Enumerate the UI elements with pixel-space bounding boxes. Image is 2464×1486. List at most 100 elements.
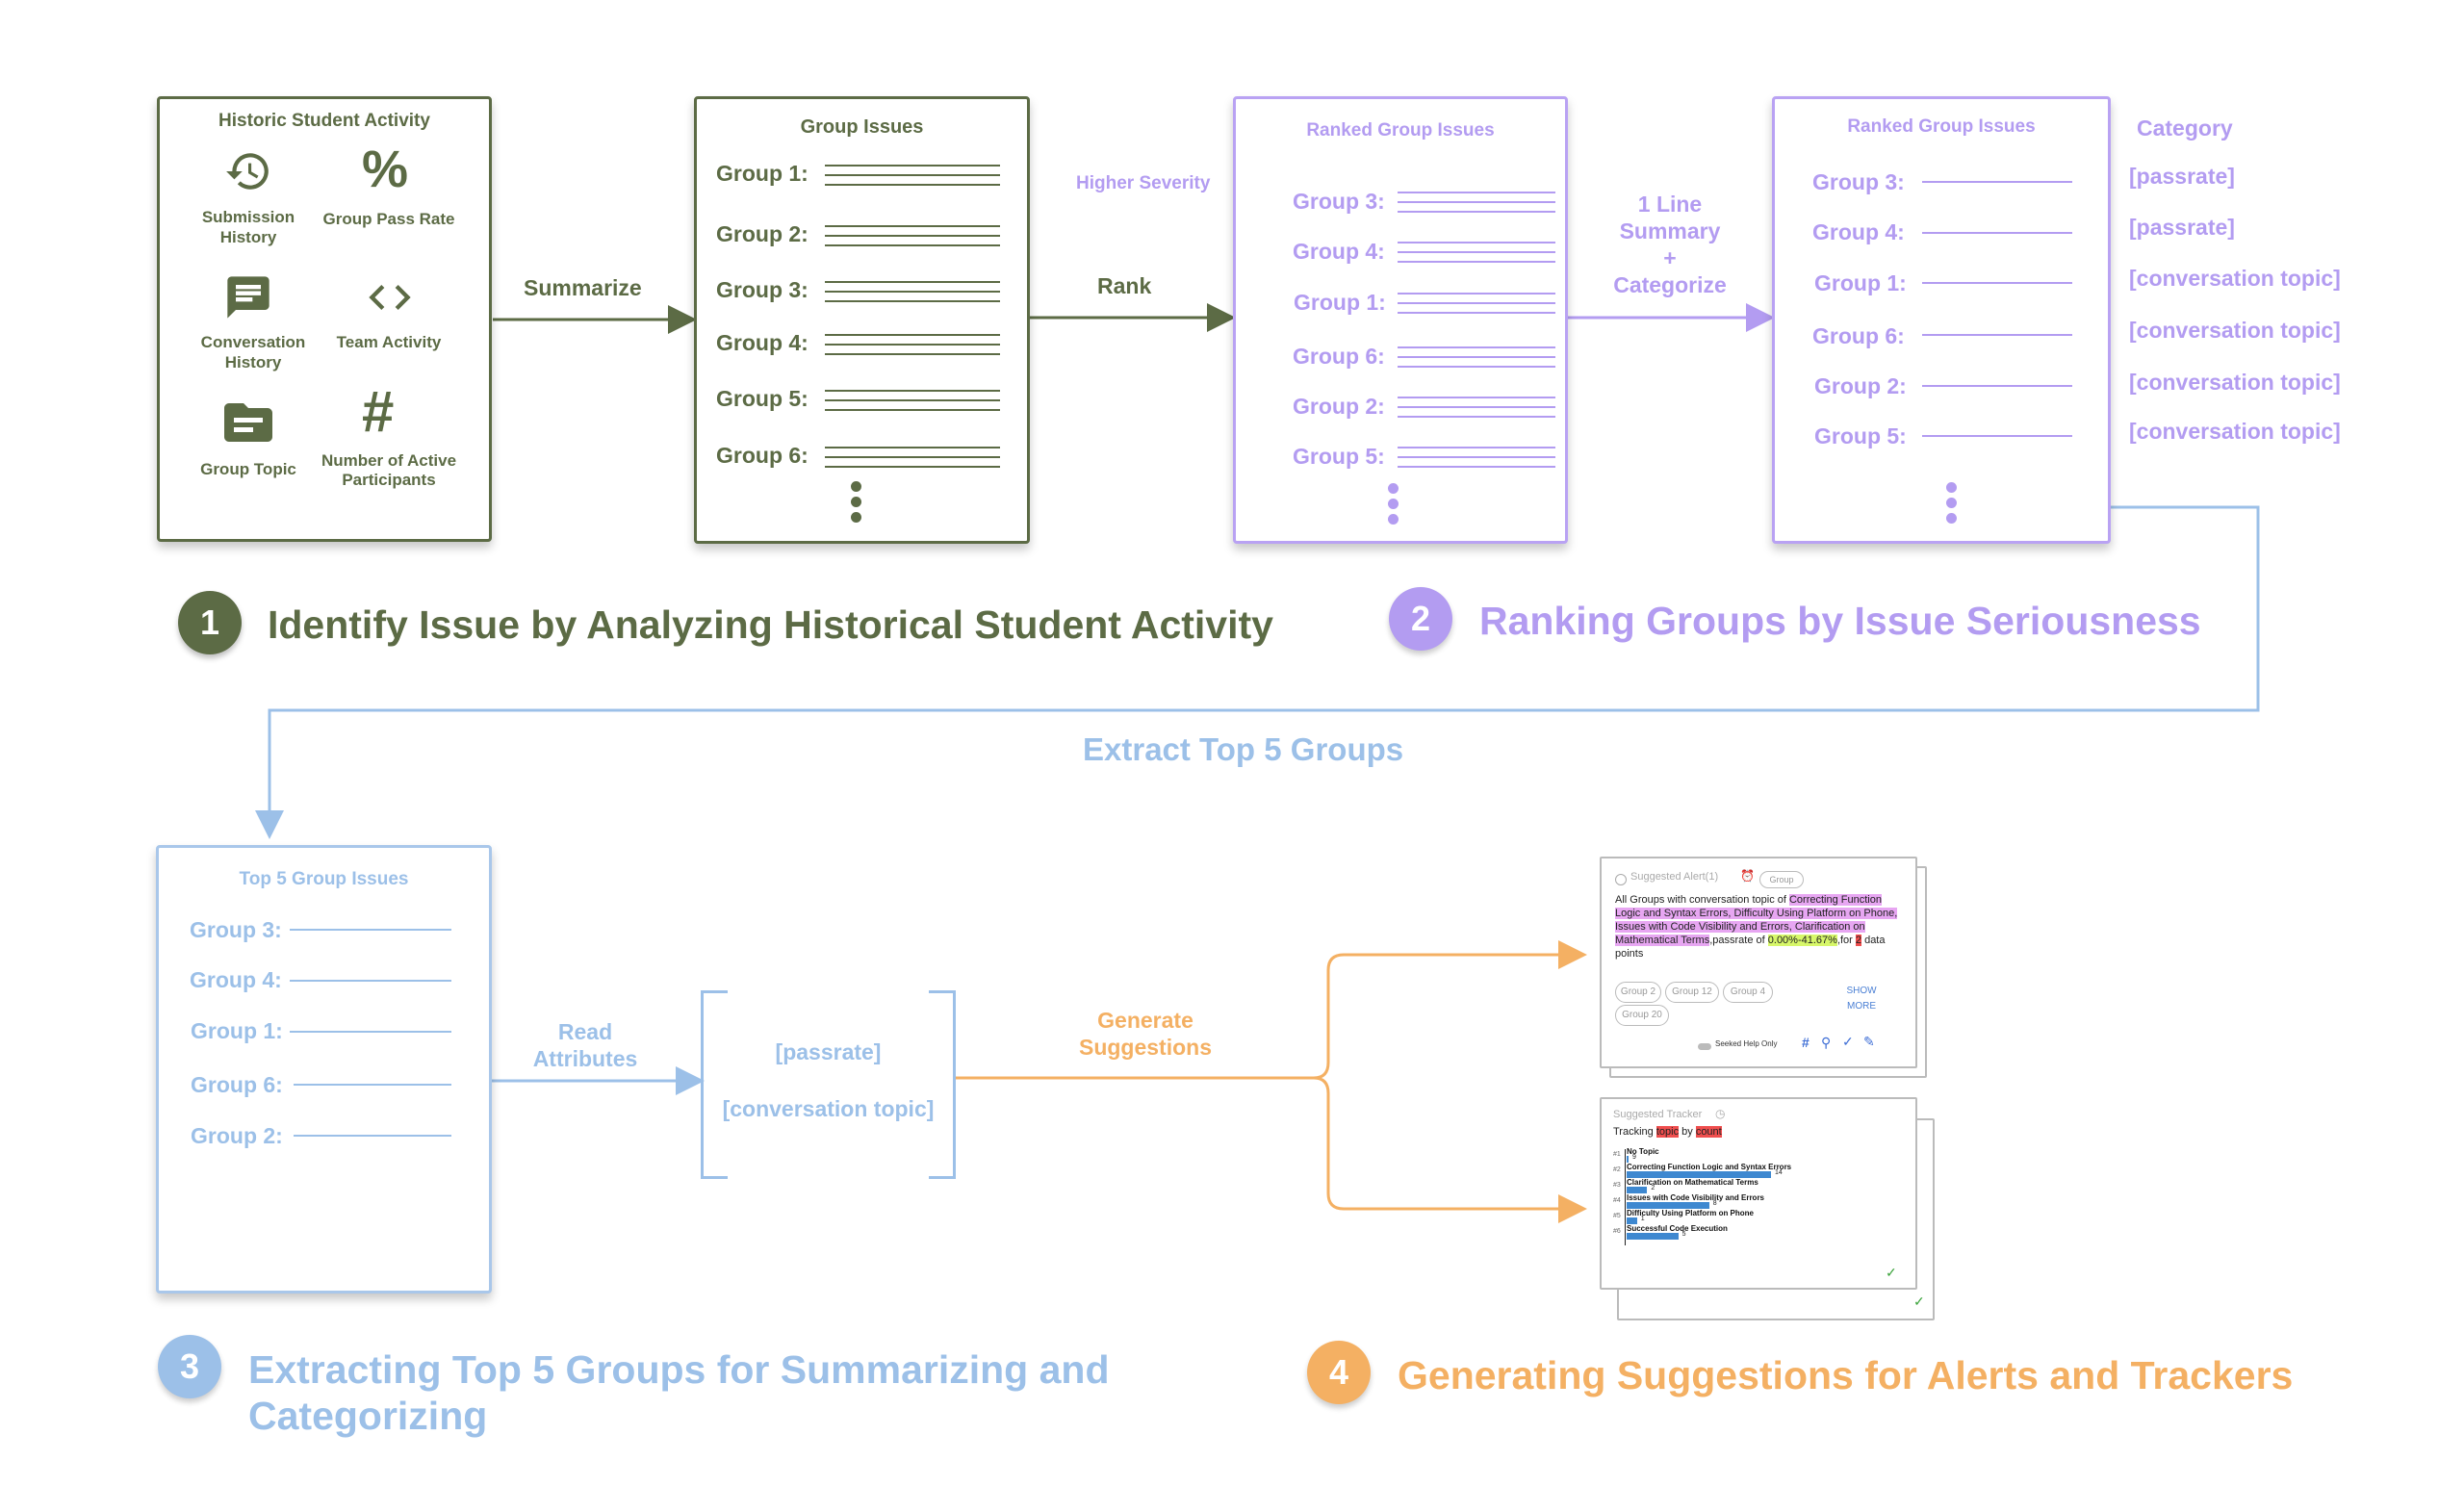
line-stack	[825, 390, 1000, 413]
tracker-bar	[1627, 1233, 1679, 1240]
summary-line	[290, 980, 451, 982]
group-label: Group 2:	[1293, 394, 1385, 419]
ellipsis-dot	[851, 497, 861, 507]
summary-line	[290, 929, 451, 931]
attribute-passrate: [passrate]	[775, 1039, 882, 1064]
read-attributes-label: Read Attributes	[532, 1019, 638, 1071]
group-chip[interactable]: Group 20	[1615, 1005, 1669, 1026]
generate-suggestions-connector	[956, 940, 1587, 1080]
group-label: Group 3:	[190, 917, 282, 942]
tracker-bar-label: Clarification on Mathematical Terms	[1627, 1178, 1758, 1187]
tracker-bar-label: No Topic	[1627, 1147, 1659, 1156]
line-stack	[825, 447, 1000, 470]
group-label: Group 1:	[1814, 270, 1907, 295]
panel-title: Group Issues	[800, 116, 924, 138]
ellipsis-dot	[1388, 483, 1399, 494]
group-label: Group 6:	[1293, 344, 1385, 369]
ranked-group-issues-panel: Ranked Group Issues Group 3: Group 4: Gr…	[1233, 96, 1568, 544]
step-2-badge: 2	[1389, 587, 1452, 651]
top5-group-issues-panel: Top 5 Group Issues Group 3: Group 4: Gro…	[156, 845, 492, 1294]
active-participants-label: Number of Active Participants	[321, 451, 457, 489]
group-chip[interactable]: Group 12	[1665, 982, 1719, 1003]
group-chip[interactable]: Group	[1759, 871, 1804, 888]
category-item: [conversation topic]	[2129, 419, 2341, 444]
seeked-help-toggle[interactable]	[1698, 1043, 1711, 1050]
conversation-history-label: Conversation History	[200, 333, 306, 372]
step-2-title: Ranking Groups by Issue Seriousness	[1479, 599, 2201, 643]
category-item: [passrate]	[2129, 164, 2235, 189]
line-stack	[1398, 447, 1555, 470]
seeked-help-label: Seeked Help Only	[1715, 1039, 1778, 1048]
suggested-tracker-card: Suggested Tracker ◷ Tracking topic by co…	[1600, 1097, 1917, 1290]
group-label: Group 4:	[190, 967, 282, 992]
check-icon[interactable]: ✓	[1842, 1034, 1854, 1049]
tracker-rank: #4	[1613, 1197, 1621, 1204]
step-3-title: Extracting Top 5 Groups for Summarizing …	[248, 1347, 1110, 1438]
summary-line	[1922, 385, 2072, 387]
line-stack	[825, 334, 1000, 357]
ellipsis-dot	[1946, 498, 1957, 508]
tracker-bar	[1627, 1217, 1637, 1224]
edit-icon[interactable]: ✎	[1863, 1034, 1875, 1049]
group-chip[interactable]: Group 2	[1615, 982, 1661, 1003]
line-stack	[1398, 242, 1555, 265]
tracker-bar-count: 1	[1640, 1216, 1645, 1222]
clock-icon: ◷	[1715, 1107, 1726, 1120]
percent-icon: %	[362, 141, 409, 198]
tracker-bar-count: 2	[1651, 1185, 1656, 1191]
tracker-bar-label: Issues with Code Visibility and Errors	[1627, 1193, 1765, 1202]
history-icon	[226, 153, 269, 190]
check-icon[interactable]: ✓	[1886, 1265, 1897, 1280]
hash-icon[interactable]: #	[1802, 1035, 1810, 1050]
line-stack	[1398, 293, 1555, 316]
group-label: Group 6:	[191, 1072, 283, 1097]
ellipsis-dot	[1946, 482, 1957, 493]
group-chip[interactable]: Group 4	[1723, 982, 1773, 1003]
code-icon	[369, 285, 411, 310]
alert-bell-icon	[1615, 874, 1627, 885]
tracker-rank: #5	[1613, 1213, 1621, 1219]
tracker-bar-count: 8	[1712, 1200, 1717, 1207]
group-issues-panel: Group Issues Group 1: Group 2: Group 3: …	[694, 96, 1030, 544]
alert-siren-icon: ⏰	[1740, 869, 1755, 883]
submission-history-label: Submission History	[201, 208, 295, 246]
group-label: Group 4:	[716, 330, 808, 355]
group-label: Group 5:	[716, 386, 808, 411]
ranked-summary-panel: Ranked Group Issues Group 3: Group 4: Gr…	[1772, 96, 2111, 544]
generate-suggestions-connector-lower	[1313, 1076, 1587, 1223]
historic-activity-panel: Historic Student Activity Submission His…	[157, 96, 492, 542]
folder-icon	[224, 403, 272, 442]
rank-label: Rank	[1097, 273, 1152, 298]
ellipsis-dot	[851, 481, 861, 492]
summary-line	[1922, 435, 2072, 437]
check-icon[interactable]: ✓	[1913, 1294, 1925, 1309]
group-label: Group 4:	[1293, 239, 1385, 264]
category-item: [passrate]	[2129, 215, 2235, 240]
group-label: Group 1:	[191, 1018, 283, 1043]
higher-severity-label: Higher Severity	[1076, 173, 1211, 193]
line-stack	[1398, 192, 1555, 215]
show-more-button[interactable]: SHOW MORE	[1846, 986, 1877, 1012]
tracker-rank: #6	[1613, 1228, 1621, 1235]
tracker-bar-count: 14	[1775, 1169, 1783, 1176]
summary-line	[1922, 282, 2072, 284]
summary-line	[1922, 334, 2072, 336]
team-activity-label: Team Activity	[336, 333, 442, 351]
group-label: Group 5:	[1814, 423, 1907, 448]
tracker-bar-count: 5	[1681, 1231, 1686, 1238]
group-pass-rate-label: Group Pass Rate	[322, 210, 455, 228]
group-label: Group 5:	[1293, 444, 1385, 469]
extract-top5-label: Extract Top 5 Groups	[1083, 731, 1404, 767]
group-label: Group 3:	[1293, 189, 1385, 214]
group-label: Group 3:	[716, 277, 808, 302]
summary-line	[1922, 232, 2072, 234]
tracker-rank: #2	[1613, 1166, 1621, 1173]
group-topic-label: Group Topic	[200, 460, 296, 478]
tracker-rank: #3	[1613, 1182, 1621, 1189]
step-4-badge: 4	[1307, 1341, 1371, 1404]
search-icon[interactable]: ⚲	[1821, 1035, 1832, 1050]
tracker-bar-label: Difficulty Using Platform on Phone	[1627, 1209, 1755, 1217]
step-3-badge: 3	[158, 1335, 221, 1398]
